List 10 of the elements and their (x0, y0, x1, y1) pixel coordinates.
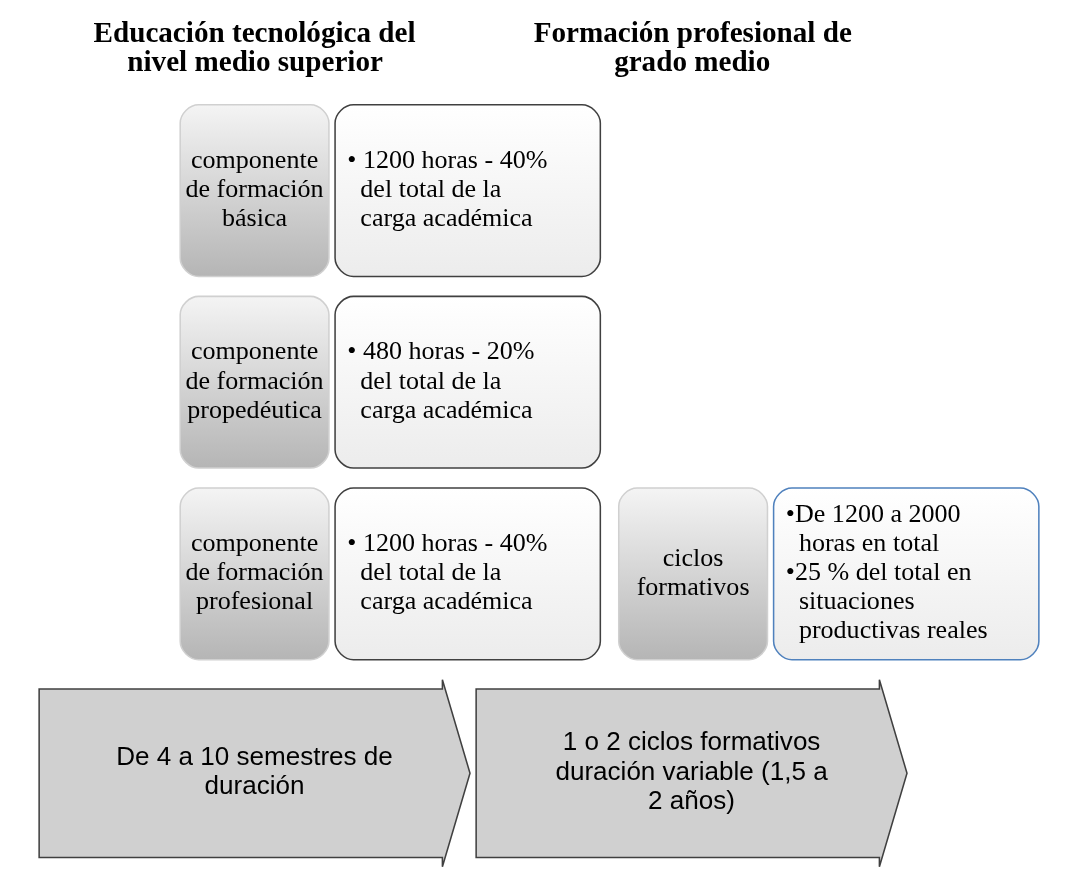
node-box: • 1200 horas - 40% del total de la carga académica (333, 487, 601, 661)
node-box: componente de formación profesional (178, 487, 330, 661)
label: Educación tecnológica del nivel medio superior (93, 16, 416, 78)
label: Formación profesional de grado medio (533, 16, 852, 78)
node-box: •De 1200 a 2000 horas en total •25 % del total en situaciones productivas reales (772, 487, 1040, 661)
node-box: ciclos formativos (617, 487, 768, 661)
node-box: componente de formación básica (178, 103, 330, 278)
node-box: componente de formación propedéutica (178, 295, 330, 469)
node-box: • 480 horas - 20% del total de la carga académica (333, 295, 601, 469)
node-box: • 1200 horas - 40% del total de la carga académica (333, 103, 601, 278)
